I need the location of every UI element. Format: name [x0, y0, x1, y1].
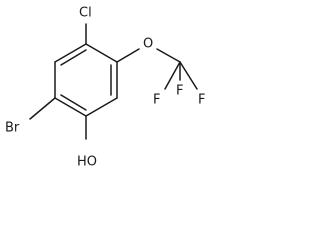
- atom-label-ether-oxygen: O: [143, 37, 153, 52]
- ring-bond-c6-c1: [54, 43, 87, 63]
- atom-label-hydroxyl: HO: [77, 155, 97, 170]
- ring-bond-c3-c4: [85, 97, 118, 117]
- bond-c-f-right: [179, 61, 198, 90]
- bond-c2-o: [116, 48, 140, 63]
- atom-label-fluorine-top: F: [176, 84, 183, 99]
- bond-c-f-left: [164, 61, 181, 90]
- atom-label-chlorine: Cl: [79, 6, 92, 21]
- atom-label-fluorine-left: F: [153, 93, 160, 108]
- ring-bond-c1-c2: [85, 43, 118, 63]
- bond-c5-br: [29, 97, 56, 120]
- atom-label-fluorine-right: F: [198, 93, 205, 108]
- atom-label-bromine: Br: [5, 121, 20, 136]
- ring-double-bond-inner-3: [60, 94, 87, 111]
- ring-bond-c4-c5: [54, 97, 87, 117]
- ring-double-bond-inner-1: [60, 49, 87, 66]
- structure-canvas: Cl O F F F Br HO: [5, 6, 205, 170]
- molecule-structure: Cl O F F F Br HO: [5, 6, 205, 170]
- bond-o-cf3: [156, 48, 181, 63]
